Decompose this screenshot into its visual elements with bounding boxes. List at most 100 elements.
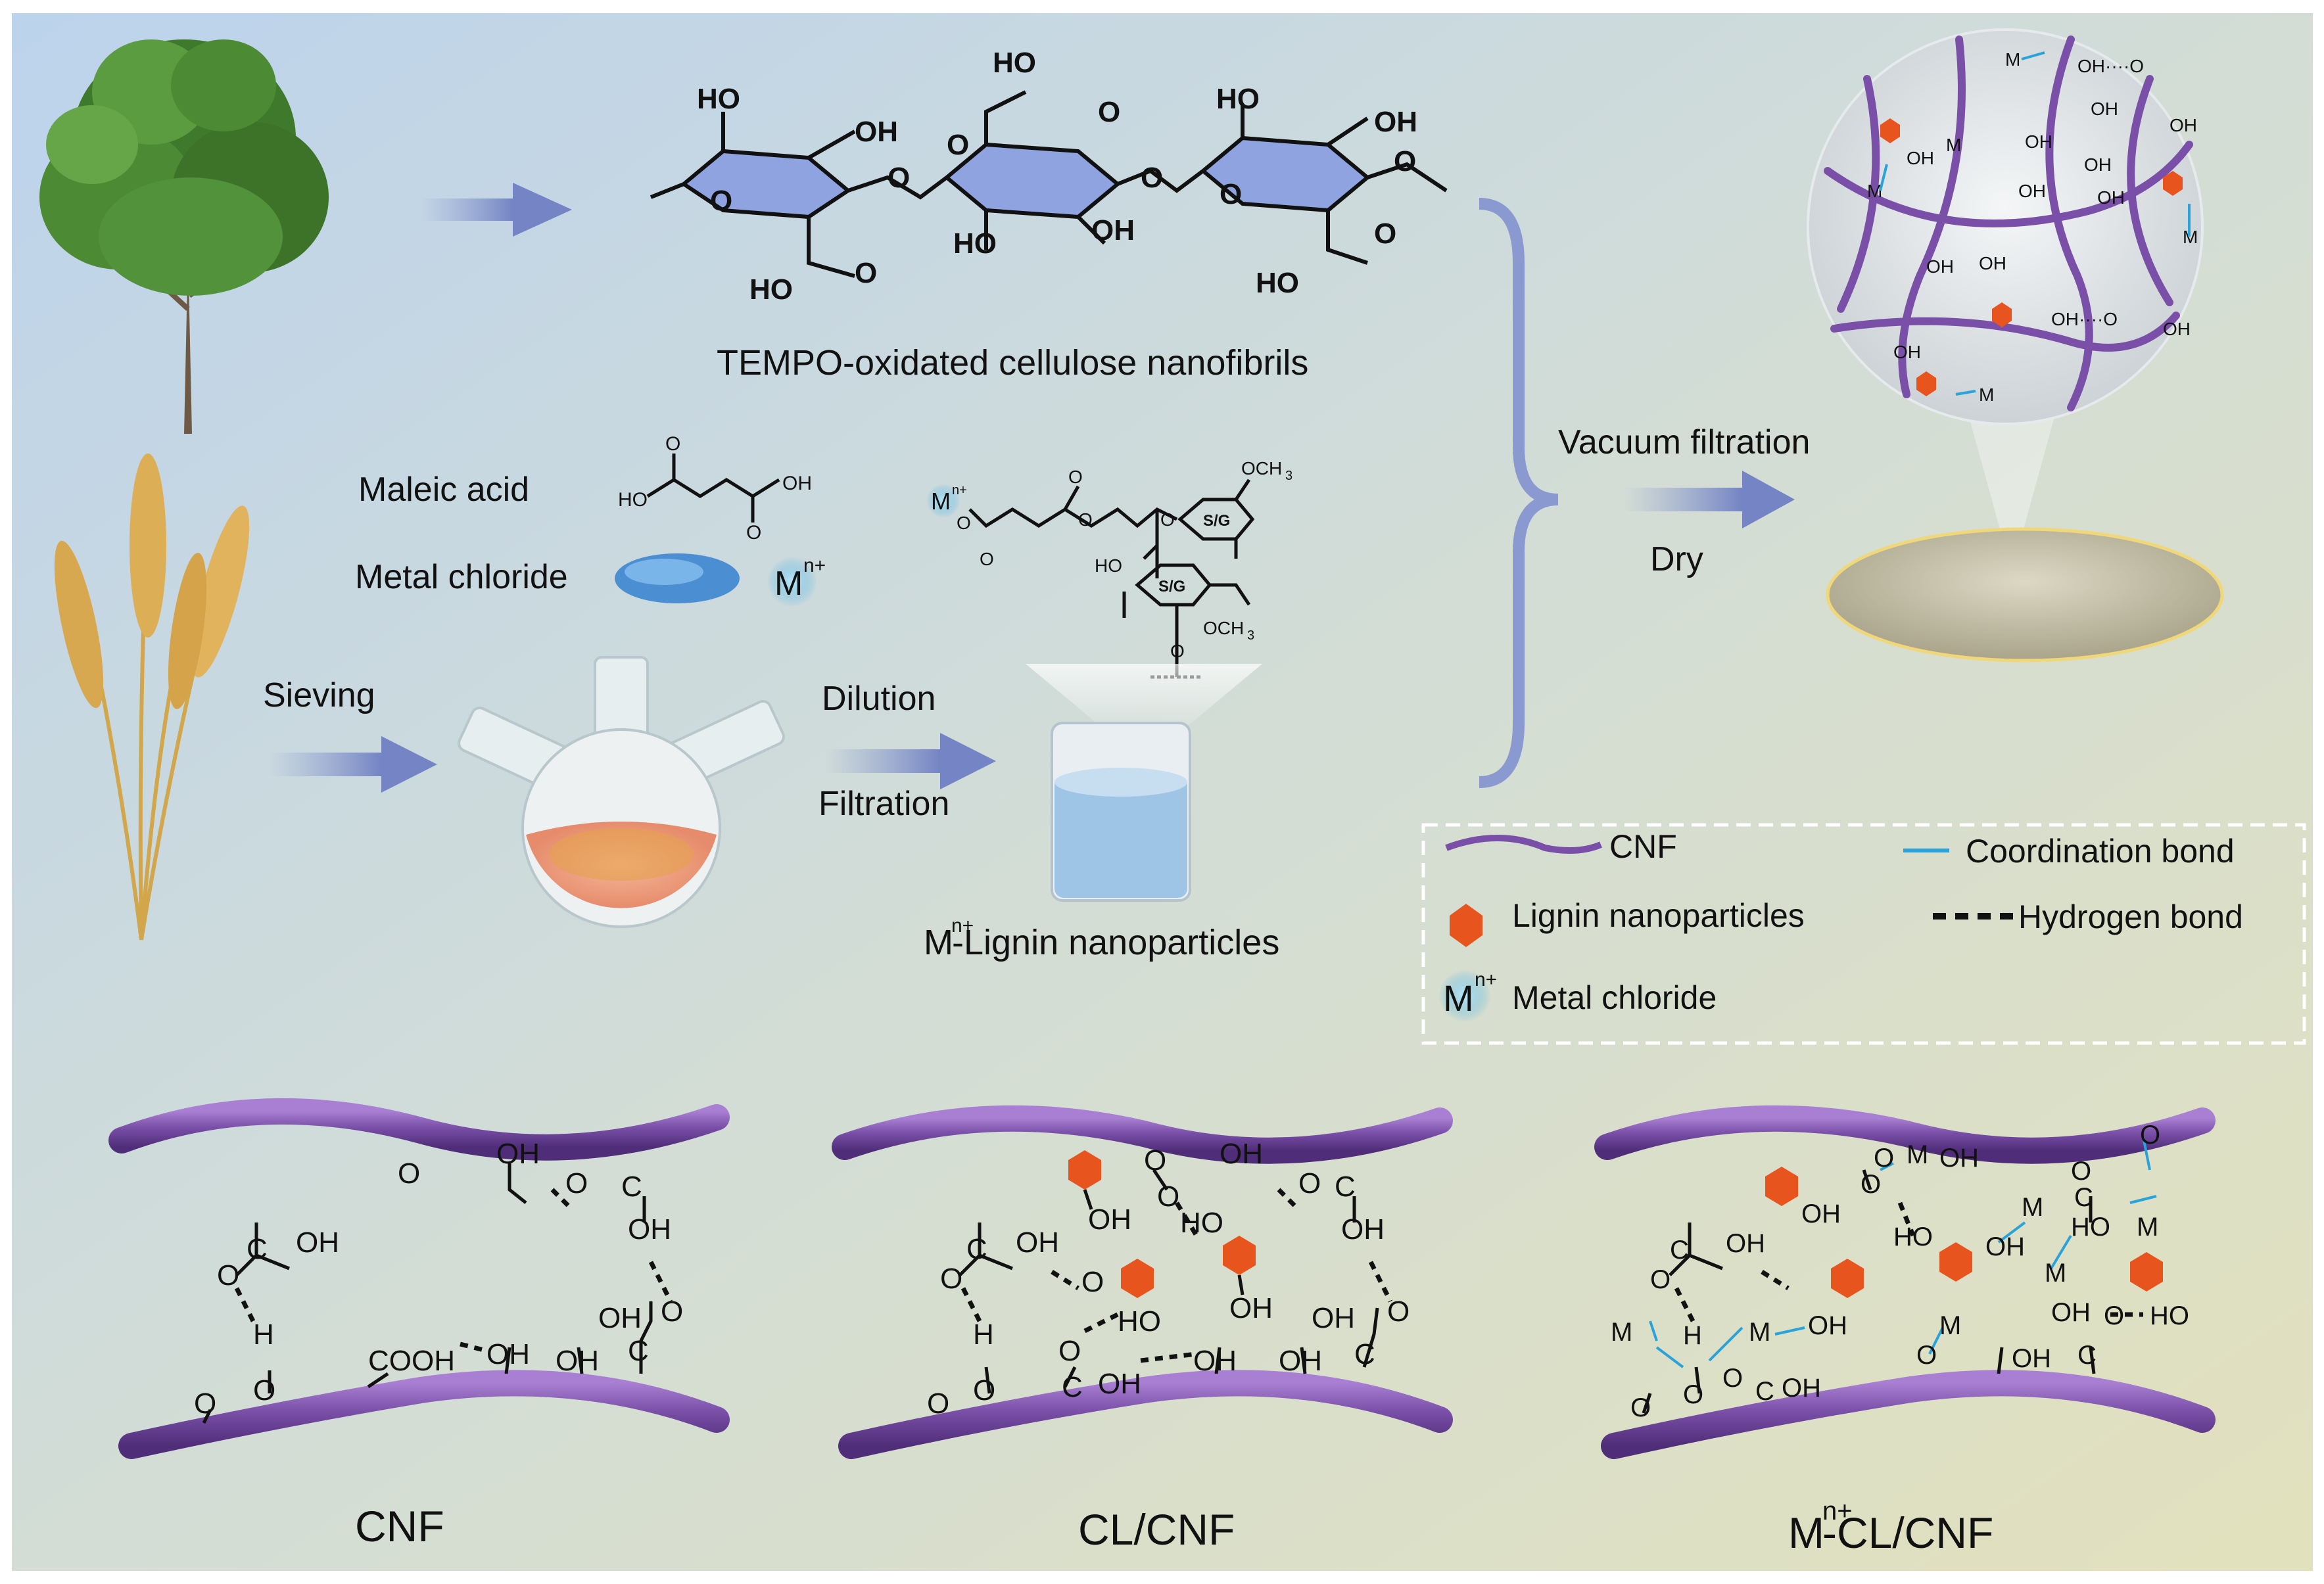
clcnf-o-4: O xyxy=(1144,1144,1166,1176)
lignin-och3-1: OCH xyxy=(1241,458,1282,478)
mcl-o-1: O xyxy=(1874,1144,1894,1173)
legend-metal-sym: M xyxy=(1443,977,1474,1019)
cnf-h-1: H xyxy=(253,1318,274,1351)
zoom-oh-8: OH xyxy=(2097,187,2125,208)
legend-cnf-line xyxy=(1445,835,1602,854)
zoom-oh-7: OH xyxy=(2018,181,2046,201)
mcl-o-8: O xyxy=(1722,1364,1743,1393)
label-tempo: TEMPO-oxidated cellulose nanofibrils xyxy=(717,343,1308,383)
mcl-o-2: O xyxy=(2071,1157,2091,1186)
mcl-o-4: O xyxy=(1861,1170,1881,1199)
clcnf-o-1: O xyxy=(927,1387,949,1420)
mcl-oh-1: OH xyxy=(1939,1144,1979,1173)
cnf-c-3: C xyxy=(628,1335,649,1367)
zoom-oh-1: OH····O xyxy=(2077,56,2144,76)
mcl-ho-2: HO xyxy=(1893,1223,1933,1251)
arrow-tree-to-cnf xyxy=(421,183,572,237)
zoom-oh-3: OH xyxy=(1907,148,1934,168)
zoom-oh-10: OH xyxy=(1979,253,2006,273)
cnf-o-5: O xyxy=(194,1387,216,1420)
label-oh-2: OH xyxy=(1091,214,1135,246)
legend-box: CNF Coordination bond Lignin nanoparticl… xyxy=(1421,823,2306,1045)
label-ho-1: HO xyxy=(697,83,740,115)
clcnf-oh-8: OH xyxy=(1312,1302,1355,1334)
cnf-o-1: O xyxy=(398,1157,420,1190)
label-maleic-acid: Maleic acid xyxy=(358,471,529,509)
lignin-o-3: O xyxy=(1068,467,1083,487)
zoom-m-1: M xyxy=(2005,49,2020,70)
label-sieving: Sieving xyxy=(263,676,375,714)
maleic-o-2: O xyxy=(746,522,761,544)
mcl-m-3: M xyxy=(2137,1213,2158,1242)
clcnf-oh-6: OH xyxy=(1098,1368,1141,1400)
clcnf-ho-1: HO xyxy=(1180,1207,1223,1239)
metal-glow-icon xyxy=(767,557,817,607)
label-o-9: O xyxy=(1394,145,1416,177)
label-o-5: O xyxy=(947,129,969,161)
mcl-oh-5: OH xyxy=(1808,1311,1847,1340)
zoom-oh-6: OH xyxy=(2170,115,2197,135)
panel-cnf: O OH O C OH C OH O H O O COOH OH OH OH O… xyxy=(108,1098,730,1550)
panel-mclcnf-label: -CL/CNF xyxy=(1822,1508,1993,1557)
mcl-oh-7: OH xyxy=(2051,1298,2091,1327)
mcl-oh-2: OH xyxy=(1801,1200,1841,1228)
cnf-o-3: O xyxy=(217,1259,239,1292)
label-lnp-prefix: M xyxy=(924,923,953,962)
clcnf-c-2: C xyxy=(1335,1171,1356,1203)
cnf-cooh: COOH xyxy=(368,1345,455,1377)
cnf-oh-5: OH xyxy=(598,1302,642,1334)
clcnf-oh-9: OH xyxy=(1279,1345,1322,1377)
clcnf-c-1: C xyxy=(966,1233,987,1265)
clcnf-o-8: O xyxy=(1058,1335,1081,1367)
legend-hydrogen: Hydrogen bond xyxy=(2018,898,2243,935)
zoom-oh-13: OH xyxy=(1893,342,1921,362)
arrow-dilution xyxy=(825,733,996,789)
zoom-oh-9: OH xyxy=(1926,256,1954,277)
mcl-m-6: M xyxy=(1749,1318,1770,1347)
beaker-illustration xyxy=(1026,664,1262,902)
label-o-6: O xyxy=(1141,162,1163,194)
cnf-oh-1: OH xyxy=(496,1138,540,1170)
mcl-c-4: C xyxy=(2077,1341,2097,1370)
zoom-oh-5: OH xyxy=(2084,154,2112,175)
mcl-o-10: O xyxy=(2104,1301,2124,1330)
clcnf-o-5: O xyxy=(1157,1180,1179,1213)
panel-cnf-label: CNF xyxy=(355,1502,444,1550)
label-ho-3: HO xyxy=(993,47,1036,79)
mcl-c-1: C xyxy=(2074,1183,2093,1212)
label-o-7: O xyxy=(1220,178,1242,210)
mcl-o-3: O xyxy=(2140,1121,2160,1150)
lignin-sg-1: S/G xyxy=(1203,512,1230,530)
zoom-circle: M OH····O OH OH M OH OH OH M OH OH M OH … xyxy=(1807,28,2224,663)
zoom-m-5: M xyxy=(1979,384,1994,405)
label-filtration: Filtration xyxy=(818,785,949,823)
panel-clcnf-label: CL/CNF xyxy=(1078,1505,1235,1554)
cellulose-structure xyxy=(650,90,1448,278)
label-oh-1: OH xyxy=(855,116,898,148)
label-o-4: O xyxy=(1098,96,1120,128)
clcnf-oh-5: OH xyxy=(1229,1292,1273,1324)
clcnf-oh-2: OH xyxy=(1088,1203,1131,1236)
clcnf-oh-4: OH xyxy=(1341,1213,1385,1246)
lignin-o-4: O xyxy=(1078,509,1093,530)
mcl-c-3: C xyxy=(1755,1377,1774,1406)
clcnf-o-6: O xyxy=(1298,1167,1321,1200)
clcnf-oh-1: OH xyxy=(1016,1226,1059,1259)
label-ho-5: HO xyxy=(1216,83,1260,115)
cnf-c-2: C xyxy=(247,1233,268,1265)
tree-illustration xyxy=(39,39,329,434)
zoom-oh-2: OH xyxy=(2091,99,2118,119)
cnf-oh-3: OH xyxy=(296,1226,339,1259)
clcnf-o-9: O xyxy=(1387,1295,1410,1328)
label-metal-chloride: Metal chloride xyxy=(355,558,568,596)
clcnf-o-3: O xyxy=(973,1374,995,1407)
zoom-oh-12: OH xyxy=(2163,319,2191,339)
legend-lignin-icon xyxy=(1450,904,1482,947)
lignin-o-5: O xyxy=(1160,509,1175,530)
clcnf-o-2: O xyxy=(940,1263,962,1295)
label-lnp-sup: n+ xyxy=(951,915,974,937)
mcl-m-1: M xyxy=(1907,1140,1928,1169)
maleic-o-1: O xyxy=(665,433,680,455)
lignin-m: M xyxy=(931,488,951,515)
mcl-m-7: M xyxy=(1939,1311,1961,1340)
